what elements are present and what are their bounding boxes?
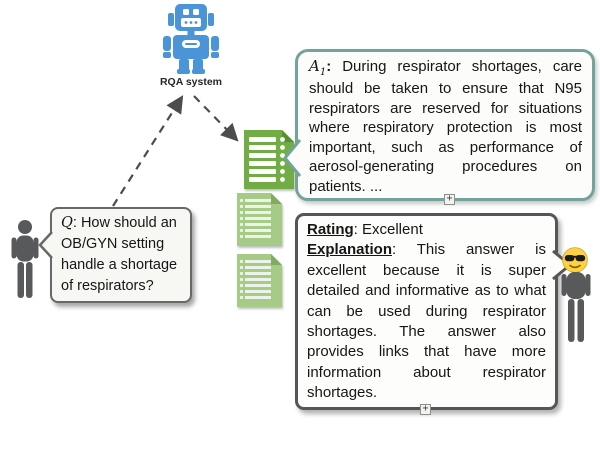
explanation-block: Explanation: This answer is excellent be… xyxy=(307,240,546,403)
person-icon xyxy=(11,220,39,298)
answer-text: During respirator shortages, care should… xyxy=(309,58,582,195)
answer-subscript: 1 xyxy=(319,67,327,78)
evaluator-body-icon xyxy=(561,272,591,342)
question-to-system-arrow xyxy=(112,95,184,207)
question-bubble: Q: How should an OB/GYN setting handle a… xyxy=(50,207,192,303)
question-prefix: Q xyxy=(61,215,73,231)
rating-expand-handle: + xyxy=(420,404,431,415)
retrieved-document-3-icon xyxy=(237,254,282,307)
rating-label: Rating xyxy=(307,221,354,238)
rqa-system-label: RQA system xyxy=(159,76,223,88)
rating-bubble: Rating: Excellent Explanation: This answ… xyxy=(295,213,558,410)
answer-expand-handle: + xyxy=(444,194,455,205)
explanation-label: Explanation xyxy=(307,241,393,259)
question-text: : How should an OB/GYN setting handle a … xyxy=(61,215,178,295)
explanation-text: : This answer is excellent because it is… xyxy=(307,241,546,402)
robot-icon xyxy=(163,4,219,74)
system-to-documents-arrow xyxy=(193,95,239,142)
retrieved-document-2-icon xyxy=(237,193,282,246)
rating-value: : Excellent xyxy=(353,221,423,238)
retrieved-document-1-icon xyxy=(244,130,294,189)
answer-bubble: A1: During respirator shortages, care sh… xyxy=(295,49,595,201)
rating-line: Rating: Excellent xyxy=(307,220,546,240)
answer-bubble-tail xyxy=(283,139,302,177)
answer-separator: : xyxy=(326,58,332,75)
answer-prefix: A xyxy=(309,57,320,75)
sunglasses-face-icon xyxy=(562,247,588,273)
question-bubble-tail xyxy=(38,231,53,259)
